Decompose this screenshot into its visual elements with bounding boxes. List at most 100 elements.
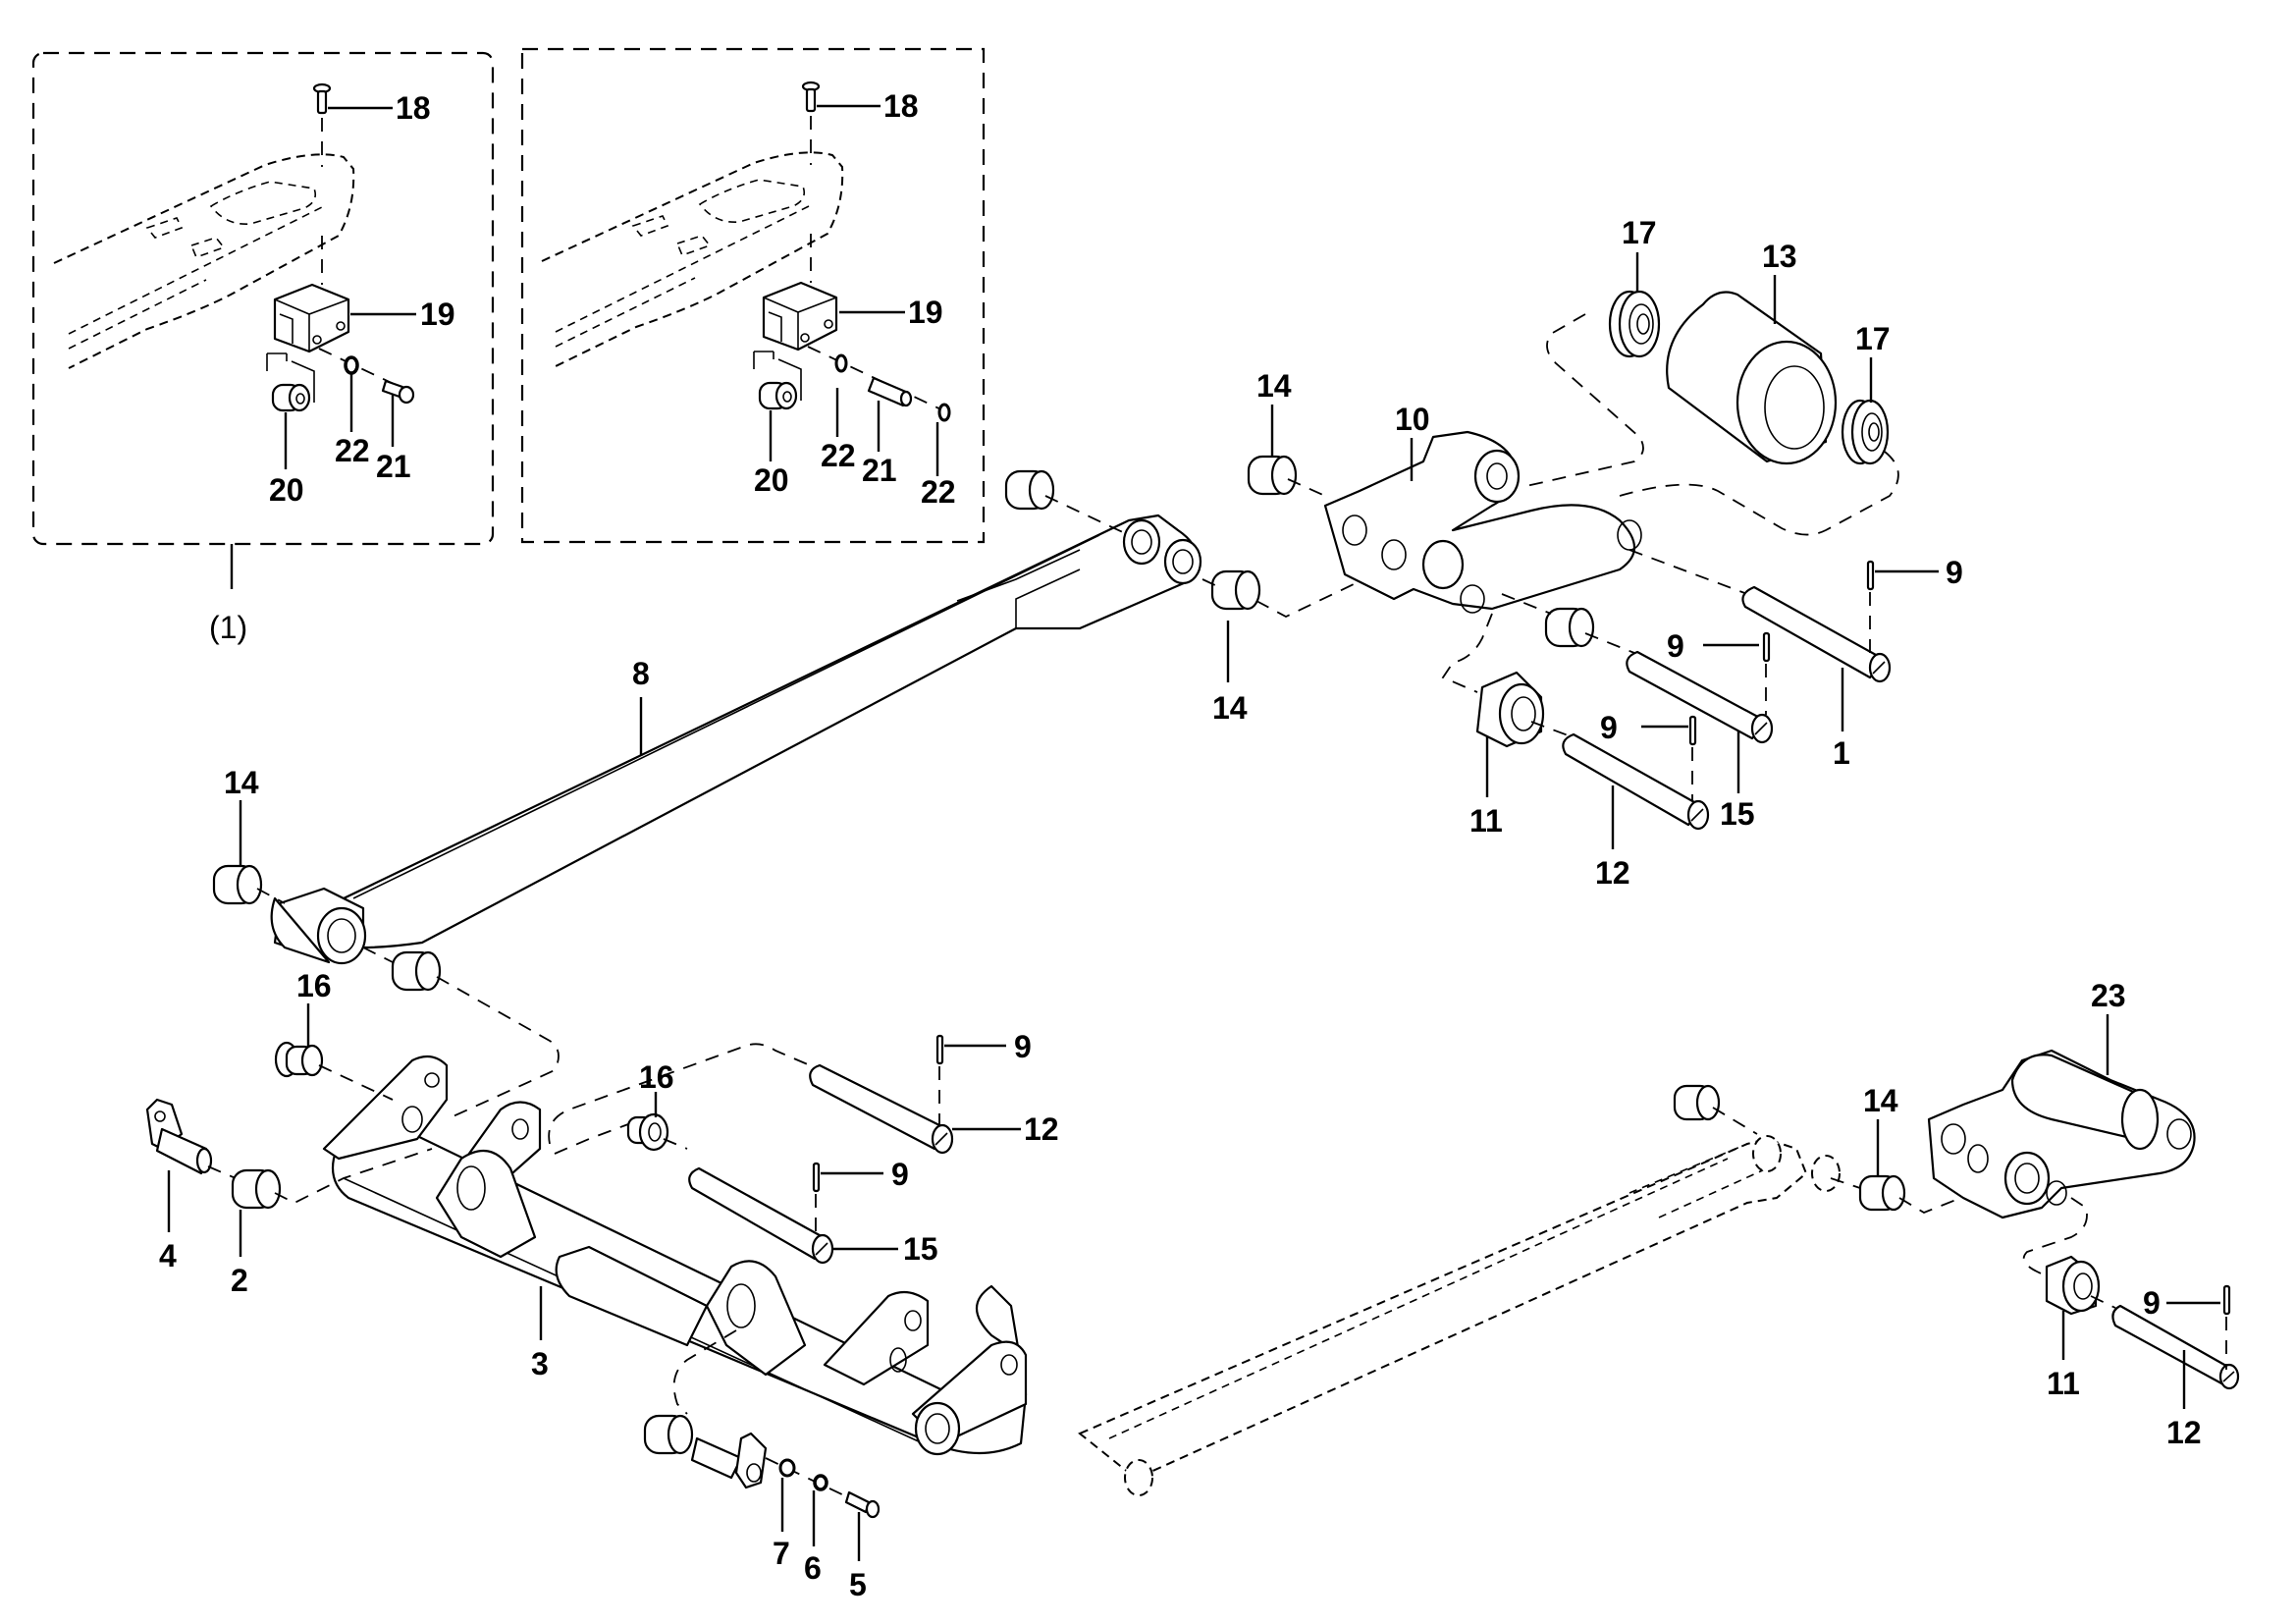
part-4-flange-pin-lower — [690, 1432, 768, 1489]
callout-13: 13 — [1762, 239, 1797, 274]
callout-15a: 15 — [903, 1231, 938, 1267]
fork-tip-ghost-b — [541, 151, 844, 367]
callout-9a: 9 — [1014, 1029, 1032, 1064]
part-2-bushing-lower — [643, 1414, 694, 1455]
callout-12a: 12 — [1024, 1111, 1059, 1147]
callout-22c: 22 — [921, 474, 956, 510]
callout-11b: 11 — [2047, 1366, 2080, 1401]
fork-tip-ghost-a — [53, 153, 355, 369]
callout-19b: 19 — [908, 295, 943, 330]
part-16-flanged-bushing-mid — [626, 1112, 669, 1152]
callout-23: 23 — [2091, 978, 2126, 1013]
part-11-roller-upper — [1475, 671, 1545, 748]
part-17-bearing-right — [1841, 399, 1890, 465]
callout-14c: 14 — [1212, 690, 1248, 726]
part-3-frame — [322, 1055, 1028, 1456]
part-9-roll-pin-6 — [2222, 1284, 2231, 1370]
callout-subassembly-1: (1) — [209, 610, 247, 645]
part-14-bushing-mid — [1210, 569, 1261, 611]
callout-5: 5 — [849, 1567, 867, 1602]
part-6-lock-washer — [813, 1474, 828, 1491]
callout-12c: 12 — [2166, 1415, 2202, 1450]
part-14-bushing-top — [1004, 469, 1055, 511]
part-12-pin-upper — [1562, 732, 1710, 831]
callout-19a: 19 — [420, 297, 455, 332]
part-16-flanged-bushing-left — [274, 1041, 324, 1078]
detail-box-a-frame — [31, 51, 495, 546]
part-8-pull-rod — [270, 514, 1202, 965]
part-14-bushing-ghost-right — [1858, 1174, 1906, 1212]
callout-21a: 21 — [376, 449, 411, 484]
part-9-roll-pin-4 — [935, 1034, 944, 1124]
callout-17b: 17 — [1855, 321, 1891, 356]
part-8-ghost-rod — [1078, 1135, 1841, 1496]
part-17-bearing-left — [1608, 290, 1661, 358]
callout-6: 6 — [804, 1550, 822, 1586]
callout-9e: 9 — [1600, 710, 1618, 745]
callout-16b: 16 — [639, 1059, 674, 1095]
part-15-pin-lower — [688, 1166, 834, 1265]
callout-20a: 20 — [269, 472, 304, 508]
part-11-roller-lower — [2045, 1255, 2101, 1316]
callout-17a: 17 — [1622, 215, 1657, 250]
part-19-bracket-a — [273, 283, 350, 353]
part-10-lever — [1323, 430, 1642, 614]
callout-layer: 18 19 20 22 21 18 19 20 22 21 22 (1) 8 1… — [159, 88, 2220, 1602]
callout-16a: 16 — [296, 968, 332, 1003]
part-22-washer-a — [344, 355, 359, 375]
part-1-pin — [1741, 585, 1892, 683]
part-22-clip-b2 — [937, 403, 951, 422]
callout-14b: 14 — [1256, 368, 1292, 404]
callout-9b: 9 — [891, 1157, 909, 1192]
part-23-roller-lever-assembly — [1927, 1049, 2196, 1219]
part-12-pin-lower — [809, 1063, 954, 1155]
part-14-bushing-lever — [1247, 455, 1298, 496]
detail-box-b-frame — [520, 47, 986, 544]
detail-box-a — [31, 51, 495, 546]
part-9-roll-pin-3 — [1688, 715, 1697, 800]
part-5-bolt — [844, 1490, 881, 1519]
callout-1: 1 — [1833, 735, 1850, 771]
callout-20b: 20 — [754, 462, 789, 498]
callout-4: 4 — [159, 1238, 177, 1273]
part-9-roll-pin-5 — [812, 1162, 821, 1235]
callout-2: 2 — [231, 1263, 248, 1298]
callout-9c: 9 — [1946, 555, 1963, 590]
part-14-bushing-ghost-left — [1673, 1084, 1721, 1121]
part-19-bracket-b — [762, 281, 838, 352]
callout-14a: 14 — [224, 765, 259, 800]
part-14-bushing-left — [212, 864, 263, 905]
part-2-bushing — [231, 1168, 282, 1210]
callout-12b: 12 — [1595, 855, 1630, 891]
part-9-roll-pin-1 — [1866, 560, 1875, 653]
part-14-bushing-left-lower — [391, 950, 442, 992]
callout-15b: 15 — [1720, 796, 1755, 832]
part-20-roller-b — [753, 351, 802, 410]
detail-box-b — [520, 47, 986, 544]
callout-22b: 22 — [821, 438, 856, 473]
callout-9d: 9 — [1667, 628, 1684, 664]
part-21-pin-b — [867, 376, 913, 407]
callout-22a: 22 — [335, 433, 370, 468]
part-15-pin-upper — [1626, 650, 1774, 744]
callout-18b: 18 — [883, 88, 919, 124]
part-9-roll-pin-2 — [1762, 631, 1771, 715]
callout-14d: 14 — [1863, 1083, 1898, 1118]
part-7-washer — [778, 1458, 796, 1478]
callout-9f: 9 — [2143, 1285, 2161, 1321]
part-21-bolt-a — [381, 379, 415, 405]
part-12-pin-right — [2111, 1304, 2240, 1390]
callout-11a: 11 — [1469, 803, 1503, 839]
part-18-screw-a — [312, 82, 332, 167]
part-22-clip-b1 — [834, 353, 848, 373]
callout-3: 3 — [531, 1346, 549, 1381]
callout-7: 7 — [773, 1536, 790, 1571]
callout-18a: 18 — [396, 90, 431, 126]
callout-8: 8 — [632, 656, 650, 691]
part-13-roller — [1666, 291, 1838, 465]
callout-21b: 21 — [862, 453, 897, 488]
part-18-screw-b — [801, 81, 821, 165]
part-14-bushing-pin15 — [1544, 607, 1595, 648]
part-4-flange-pin — [145, 1098, 213, 1175]
